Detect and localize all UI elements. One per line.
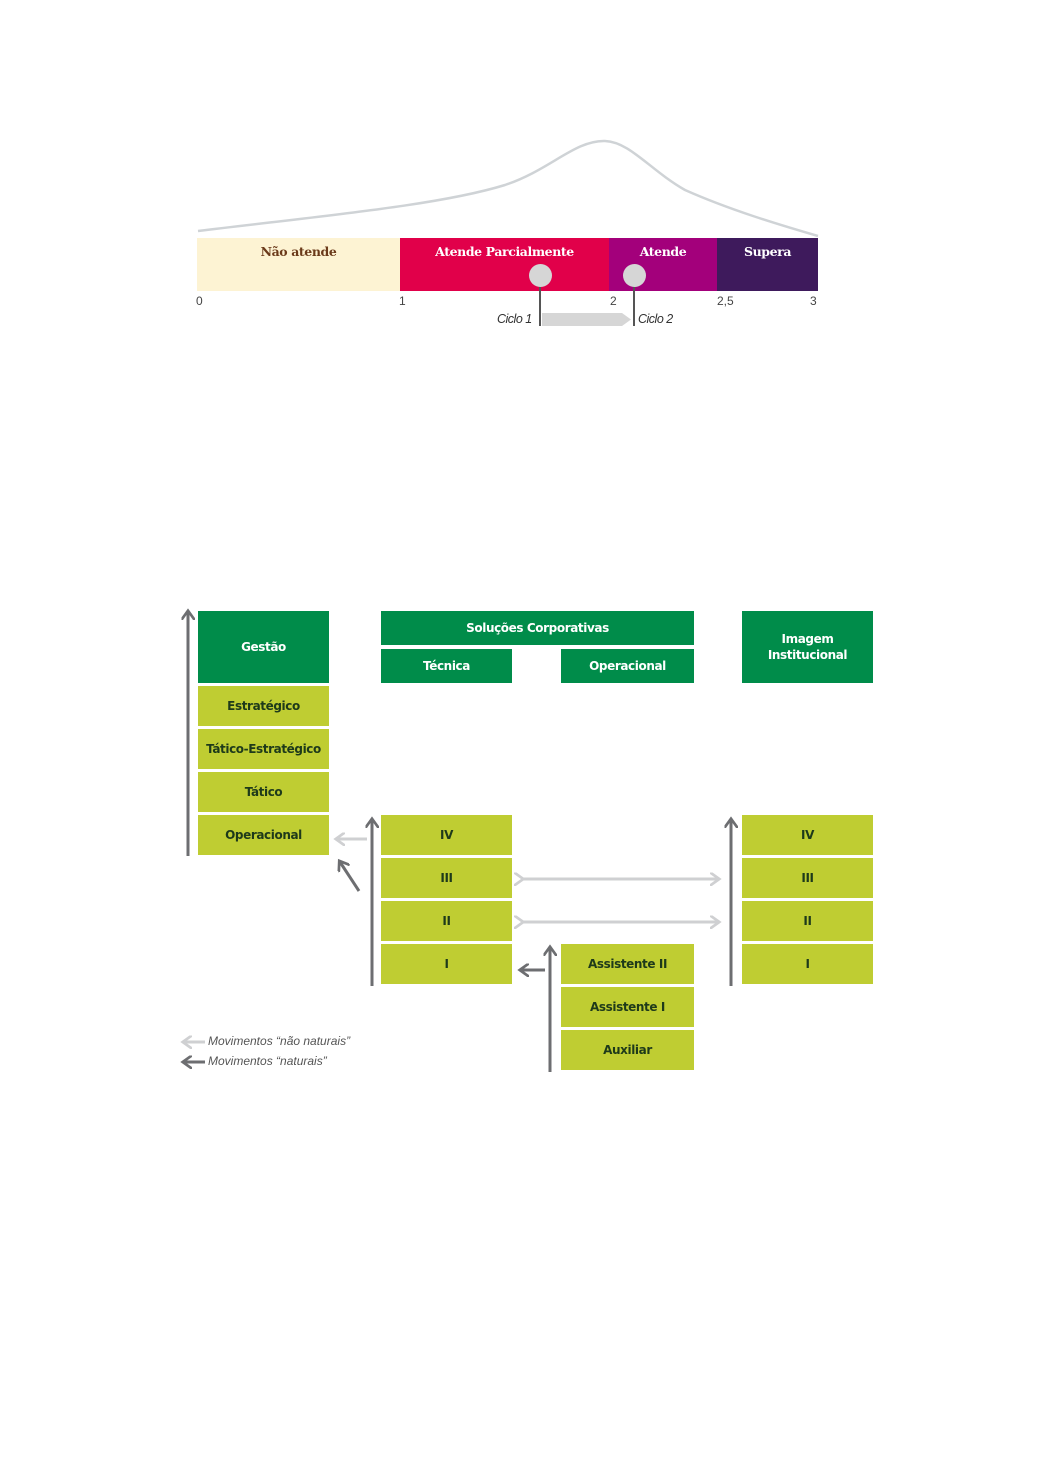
tecnica-to-gestao-natural-arrow [340,862,361,892]
operacional-level-assistente-ii: Assistente II [561,944,694,984]
cycle-progress-arrow [542,313,631,326]
imagem-level-ii: II [742,901,873,941]
legend-non-natural-label: Movimentos “não naturais” [208,1034,351,1048]
gestao-level-operacional: Operacional [198,815,329,855]
tick-label: 2,5 [717,294,734,308]
tecnica-level-i: I [381,944,512,984]
band-label: Supera [743,244,792,259]
operacional-header: Operacional [561,649,694,683]
imagem-level-iii: III [742,858,873,898]
cycle1-marker [529,264,552,287]
band-label: Atende Parcialmente [435,244,574,259]
band-label: Atende [639,244,687,259]
gestao-level-tatico-estrategico: Tático-Estratégico [198,729,329,769]
cycle2-marker [623,264,646,287]
tick-label: 3 [810,294,817,308]
cycle1-marker-line [539,276,541,326]
tecnica-header: Técnica [381,649,512,683]
tecnica-level-iii: III [381,858,512,898]
cycle2-label: Ciclo 2 [638,312,673,326]
operacional-level-assistente-i: Assistente I [561,987,694,1027]
tick-label: 2 [610,294,617,308]
band-supera: Supera [717,238,818,291]
solucoes-corporativas-header: Soluções Corporativas [381,611,694,645]
legend-natural-label: Movimentos “naturais” [208,1054,327,1068]
gestao-level-estrategico: Estratégico [198,686,329,726]
tick-label: 1 [399,294,406,308]
band-label: Não atende [260,244,337,259]
imagem-level-i: I [742,944,873,984]
imagem-level-iv: IV [742,815,873,855]
cycle2-marker-line [633,276,635,326]
operacional-level-auxiliar: Auxiliar [561,1030,694,1070]
movement-arrows [0,590,1040,1072]
tecnica-level-ii: II [381,901,512,941]
tecnica-level-iv: IV [381,815,512,855]
band-nao-atende: Não atende [197,238,400,291]
tick-label: 0 [196,294,203,308]
gestao-header: Gestão [198,611,329,683]
imagem-institucional-header: Imagem Institucional [742,611,873,683]
gestao-level-tatico: Tático [198,772,329,812]
distribution-curve [197,139,819,238]
cycle1-label: Ciclo 1 [497,312,532,326]
band-atende-parcialmente: Atende Parcialmente [400,238,609,291]
